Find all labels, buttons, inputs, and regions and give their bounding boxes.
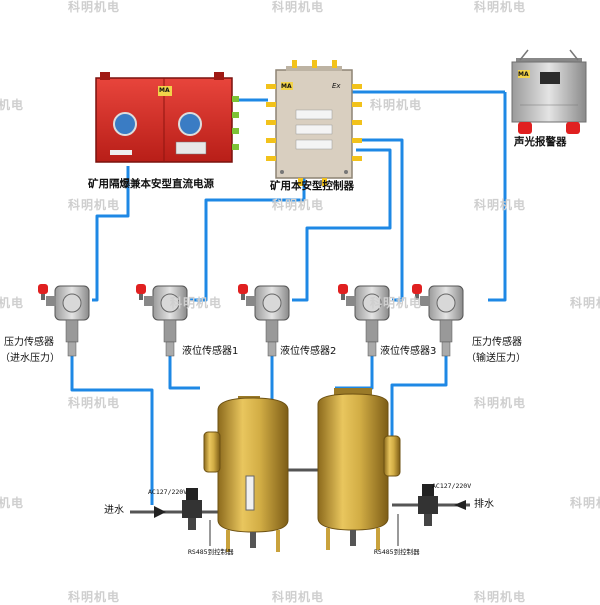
inlet-valve bbox=[182, 488, 202, 530]
pressure-sensor-inlet bbox=[38, 284, 90, 357]
cable-alarm-vertical bbox=[488, 92, 507, 302]
pressure-sensor-outlet bbox=[412, 284, 464, 357]
power-window-left bbox=[113, 112, 137, 136]
power-gland-2 bbox=[232, 112, 239, 118]
watermark: 科明机电 bbox=[0, 98, 25, 112]
watermark: 科明机电 bbox=[474, 198, 527, 212]
watermark: 科明机电 bbox=[68, 396, 121, 410]
cable-controller-to-level1 bbox=[190, 178, 306, 302]
power-gland-4 bbox=[232, 144, 239, 150]
pressure-outlet-sublabel: （输送压力） bbox=[466, 353, 526, 364]
controller-ex-badge-text: Ex bbox=[332, 82, 341, 90]
cable-pressure-in-down bbox=[70, 355, 154, 505]
watermark: 科明机电 bbox=[474, 396, 527, 410]
cable-level1-down bbox=[168, 355, 200, 390]
power-gland-1 bbox=[232, 96, 239, 102]
watermark: 科明机电 bbox=[370, 296, 423, 310]
cable-power-to-pressure-in bbox=[92, 166, 130, 302]
alarm-ma-badge-text: MA bbox=[518, 71, 529, 78]
watermark: 科明机电 bbox=[68, 0, 121, 14]
inlet-label: 进水 bbox=[104, 505, 124, 516]
power-supply-unit bbox=[95, 72, 239, 163]
level3-label: 液位传感器3 bbox=[380, 346, 437, 357]
pressure-inlet-sublabel: （进水压力） bbox=[0, 353, 60, 364]
tank-right bbox=[317, 388, 401, 550]
watermark: 科明机电 bbox=[272, 0, 325, 14]
alarm-label: 声光报警器 bbox=[514, 136, 567, 148]
watermark: 科明机电 bbox=[370, 98, 423, 112]
outlet-label: 排水 bbox=[474, 499, 494, 510]
watermark: 科明机电 bbox=[272, 590, 325, 604]
controller-label: 矿用本安型控制器 bbox=[270, 180, 354, 192]
ac-right-label: AC127/220V bbox=[432, 482, 472, 490]
alarm-ma-badge bbox=[518, 70, 530, 78]
level-sensor-2 bbox=[238, 284, 290, 357]
outlet-valve bbox=[418, 484, 438, 526]
alarm-lamp-left bbox=[518, 122, 532, 134]
power-supply-label: 矿用隔爆兼本安型直流电源 bbox=[88, 178, 214, 190]
controller-ma-badge-text: MA bbox=[281, 83, 292, 90]
pressure-outlet-label: 压力传感器 bbox=[472, 337, 522, 348]
power-ma-badge-text: MA bbox=[159, 87, 170, 94]
watermark: 科明机电 bbox=[68, 198, 121, 212]
sight-glass bbox=[245, 475, 255, 511]
level-sensor-3 bbox=[338, 284, 390, 357]
cable-level3-down bbox=[335, 355, 374, 390]
power-window-right bbox=[178, 112, 202, 136]
outlet-arrow bbox=[454, 500, 466, 510]
watermark: 科明机电 bbox=[474, 0, 527, 14]
cable-pressure-out-down bbox=[390, 355, 448, 440]
level-sensor-1 bbox=[136, 284, 188, 357]
watermark: 科明机电 bbox=[170, 296, 223, 310]
level2-label: 液位传感器2 bbox=[280, 346, 337, 357]
power-gland-3 bbox=[232, 128, 239, 134]
watermark: 科明机电 bbox=[272, 198, 325, 212]
rs485-right-label: RS485到控制器 bbox=[374, 548, 420, 556]
rs485-lines bbox=[209, 514, 399, 546]
watermark: 科明机电 bbox=[570, 296, 600, 310]
watermark: 科明机电 bbox=[570, 496, 600, 510]
power-ma-badge bbox=[158, 86, 172, 96]
cable-controller-to-level3 bbox=[356, 138, 404, 302]
watermark: 科明机电 bbox=[68, 590, 121, 604]
inlet-arrow bbox=[154, 506, 166, 518]
ac-left-label: AC127/220V bbox=[148, 488, 188, 496]
watermark: 科明机电 bbox=[474, 590, 527, 604]
alarm-unit bbox=[511, 49, 587, 134]
pressure-inlet-label: 压力传感器 bbox=[4, 337, 54, 348]
signal-cables bbox=[70, 90, 507, 505]
watermark: 科明机电 bbox=[0, 296, 25, 310]
controller-unit bbox=[266, 60, 362, 186]
cable-controller-to-level2 bbox=[292, 148, 392, 302]
tank-left bbox=[203, 396, 289, 552]
level1-label: 液位传感器1 bbox=[182, 346, 239, 357]
alarm-lamp-right bbox=[566, 122, 580, 134]
watermark: 科明机电 bbox=[0, 496, 25, 510]
controller-ma-badge bbox=[281, 82, 293, 90]
rs485-left-label: RS485到控制器 bbox=[188, 548, 234, 556]
